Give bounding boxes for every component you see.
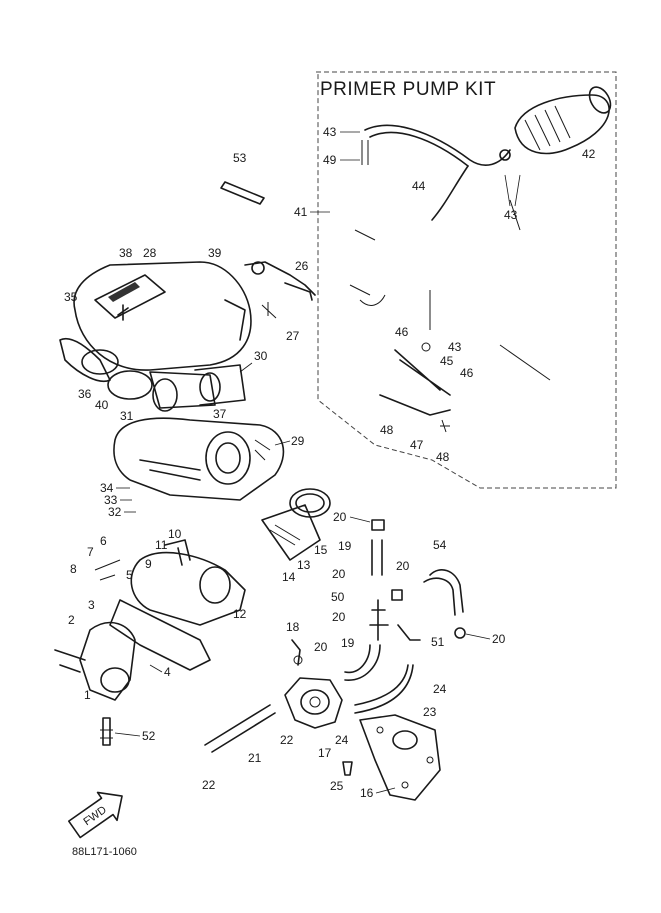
callout-26: 26: [295, 259, 309, 273]
callout-39: 39: [208, 246, 222, 260]
callout-6: 6: [100, 534, 107, 548]
callout-44: 44: [412, 179, 426, 193]
callout-49: 49: [323, 153, 337, 167]
intake-silencer: [59, 261, 252, 412]
callout-12: 12: [233, 607, 247, 621]
callout-4: 4: [164, 665, 171, 679]
callout-43: 43: [504, 208, 518, 222]
callout-10: 10: [168, 527, 182, 541]
callout-20: 20: [332, 610, 346, 624]
callout-2: 2: [68, 613, 75, 627]
callout-46: 46: [460, 366, 474, 380]
throttle-linkage: [244, 261, 316, 319]
callout-20: 20: [396, 559, 410, 573]
band-strap: [220, 181, 265, 205]
primer-pump-kit-frame: PRIMER PUMP KIT: [316, 71, 617, 489]
callout-11: 11: [155, 538, 168, 552]
callout-18: 18: [286, 620, 300, 634]
callout-9: 9: [145, 557, 152, 571]
mounting-bracket: [359, 714, 441, 801]
fwd-label: FWD: [81, 804, 108, 828]
callout-33: 33: [104, 493, 118, 507]
callout-1: 1: [84, 688, 91, 702]
callout-27: 27: [286, 329, 300, 343]
callout-28: 28: [143, 246, 157, 260]
callout-36: 36: [78, 387, 92, 401]
callout-29: 29: [291, 434, 305, 448]
callout-20: 20: [314, 640, 328, 654]
drawing-code: 88L171-1060: [72, 846, 137, 858]
callout-37: 37: [213, 407, 227, 421]
callout-43: 43: [323, 125, 337, 139]
callout-30: 30: [254, 349, 268, 363]
primer-pump-bulb: [514, 86, 612, 155]
callout-32: 32: [108, 505, 122, 519]
fuel-pump: [284, 639, 343, 729]
callout-15: 15: [314, 543, 328, 557]
callout-numbers: 43 49 42 44 43 41 46 43 45 46 48 47 48 5…: [64, 125, 596, 800]
fwd-arrow-icon: FWD: [67, 791, 123, 839]
primer-hoses: [361, 124, 511, 221]
callout-13: 13: [297, 558, 311, 572]
callout-42: 42: [582, 147, 596, 161]
callout-43: 43: [448, 340, 462, 354]
carburetor-body: [113, 417, 285, 501]
callout-19: 19: [338, 539, 352, 553]
fuel-hoses: [204, 519, 466, 753]
callout-51: 51: [431, 635, 445, 649]
callout-22: 22: [280, 733, 294, 747]
callout-23: 23: [423, 705, 437, 719]
callout-53: 53: [233, 151, 247, 165]
callout-20: 20: [492, 632, 506, 646]
callout-35: 35: [64, 290, 78, 304]
callout-54: 54: [433, 538, 447, 552]
callout-48: 48: [380, 423, 394, 437]
spark-plug: [100, 717, 113, 746]
flame-arrester: [261, 488, 331, 561]
callout-19: 19: [341, 636, 355, 650]
callout-8: 8: [70, 562, 77, 576]
callout-16: 16: [360, 786, 374, 800]
primer-pump-kit-title: PRIMER PUMP KIT: [320, 79, 496, 100]
intake-manifold: [54, 539, 246, 701]
primer-fittings: [349, 199, 551, 433]
callout-7: 7: [87, 545, 94, 559]
callout-50: 50: [331, 590, 345, 604]
callout-45: 45: [440, 354, 454, 368]
callout-25: 25: [330, 779, 344, 793]
callout-17: 17: [318, 746, 332, 760]
callout-5: 5: [126, 568, 133, 582]
screw: [342, 761, 353, 776]
callout-24: 24: [433, 682, 447, 696]
callout-48: 48: [436, 450, 450, 464]
callout-38: 38: [119, 246, 133, 260]
callout-20: 20: [333, 510, 347, 524]
callout-21: 21: [248, 751, 262, 765]
callout-14: 14: [282, 570, 296, 584]
callout-22: 22: [202, 778, 216, 792]
callout-47: 47: [410, 438, 424, 452]
callout-3: 3: [88, 598, 95, 612]
callout-31: 31: [120, 409, 134, 423]
callout-40: 40: [95, 398, 109, 412]
callout-34: 34: [100, 481, 114, 495]
callout-52: 52: [142, 729, 156, 743]
callout-24: 24: [335, 733, 349, 747]
callout-46: 46: [395, 325, 409, 339]
callout-20: 20: [332, 567, 346, 581]
callout-41: 41: [294, 205, 308, 219]
